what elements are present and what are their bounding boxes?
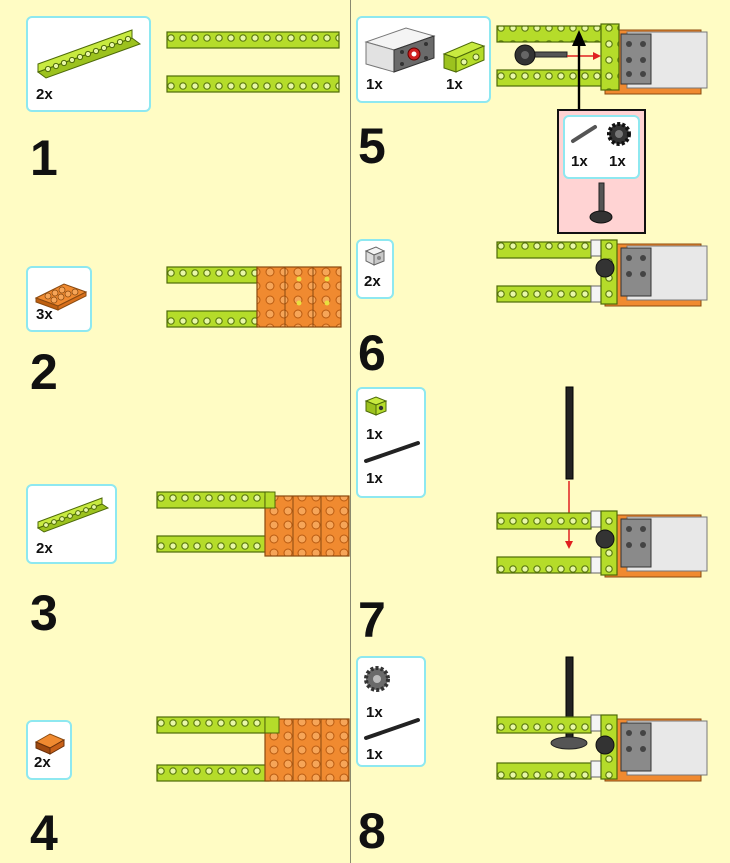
- white-brick-icon: [364, 246, 386, 266]
- orange-slope-brick-icon: [34, 733, 66, 755]
- step-3-assembly-image: [156, 491, 350, 557]
- step-1-parts-callout: 2x: [26, 16, 151, 112]
- black-axle-icon: [364, 718, 420, 740]
- axle-icon: [571, 125, 597, 143]
- step-3-part-qty: 2x: [36, 540, 53, 557]
- step-1-part-qty: 2x: [36, 86, 53, 103]
- step-5-parts-callout: 1x 1x: [356, 16, 491, 103]
- step-3-parts-callout: 2x: [26, 484, 117, 564]
- step-1-assembly-image: [166, 31, 340, 93]
- step-6-part-qty: 2x: [364, 273, 381, 290]
- step-5-number: 5: [358, 118, 386, 174]
- step-7-number: 7: [358, 592, 386, 648]
- step-2-parts-callout: 3x: [26, 266, 92, 332]
- step-6-number: 6: [358, 325, 386, 381]
- step-8-number: 8: [358, 803, 386, 859]
- step-3-number: 3: [30, 585, 58, 641]
- step-2-number: 2: [30, 344, 58, 400]
- step-8-parts-callout: 1x 1x: [356, 656, 426, 767]
- step-5-assembly-image: [496, 23, 708, 95]
- step-5-insert-arrow: [572, 30, 586, 110]
- gear-icon: [607, 122, 631, 146]
- step-5-subassembly-image: [589, 182, 613, 224]
- grey-gear-icon: [364, 666, 390, 692]
- step-5-subassembly-part-1-qty: 1x: [571, 153, 588, 170]
- step-7-part-1-qty: 1x: [366, 426, 383, 443]
- step-2-part-qty: 3x: [36, 306, 53, 323]
- step-4-assembly-image: [156, 716, 350, 782]
- step-7-parts-callout: 1x 1x: [356, 387, 426, 498]
- lime-beam-9-icon: [36, 497, 110, 533]
- orange-plate-2x4-icon: [34, 283, 88, 311]
- lime-beam-2-icon: [442, 41, 486, 73]
- step-8-part-2-qty: 1x: [366, 746, 383, 763]
- step-5-part-1-qty: 1x: [366, 76, 383, 93]
- motor-icon: [364, 27, 436, 73]
- step-1-number: 1: [30, 130, 58, 186]
- step-5-subassembly-parts-callout: 1x 1x: [563, 115, 640, 179]
- step-5-part-2-qty: 1x: [446, 76, 463, 93]
- step-4-number: 4: [30, 805, 58, 861]
- step-8-assembly-image: [496, 656, 708, 782]
- step-2-assembly-image: [166, 266, 342, 328]
- lime-brick-1x2-icon: [364, 396, 388, 416]
- black-axle-icon: [364, 441, 420, 463]
- step-7-part-2-qty: 1x: [366, 470, 383, 487]
- page-divider: [350, 0, 351, 863]
- step-8-part-1-qty: 1x: [366, 704, 383, 721]
- step-6-assembly-image: [496, 239, 708, 307]
- lime-beam-13-icon: [36, 29, 142, 79]
- step-6-parts-callout: 2x: [356, 239, 394, 299]
- step-4-part-qty: 2x: [34, 754, 51, 771]
- step-4-parts-callout: 2x: [26, 720, 72, 780]
- step-5-subassembly-part-2-qty: 1x: [609, 153, 626, 170]
- step-5-subassembly-box: 1x 1x: [557, 109, 646, 234]
- step-7-assembly-image: [496, 386, 708, 578]
